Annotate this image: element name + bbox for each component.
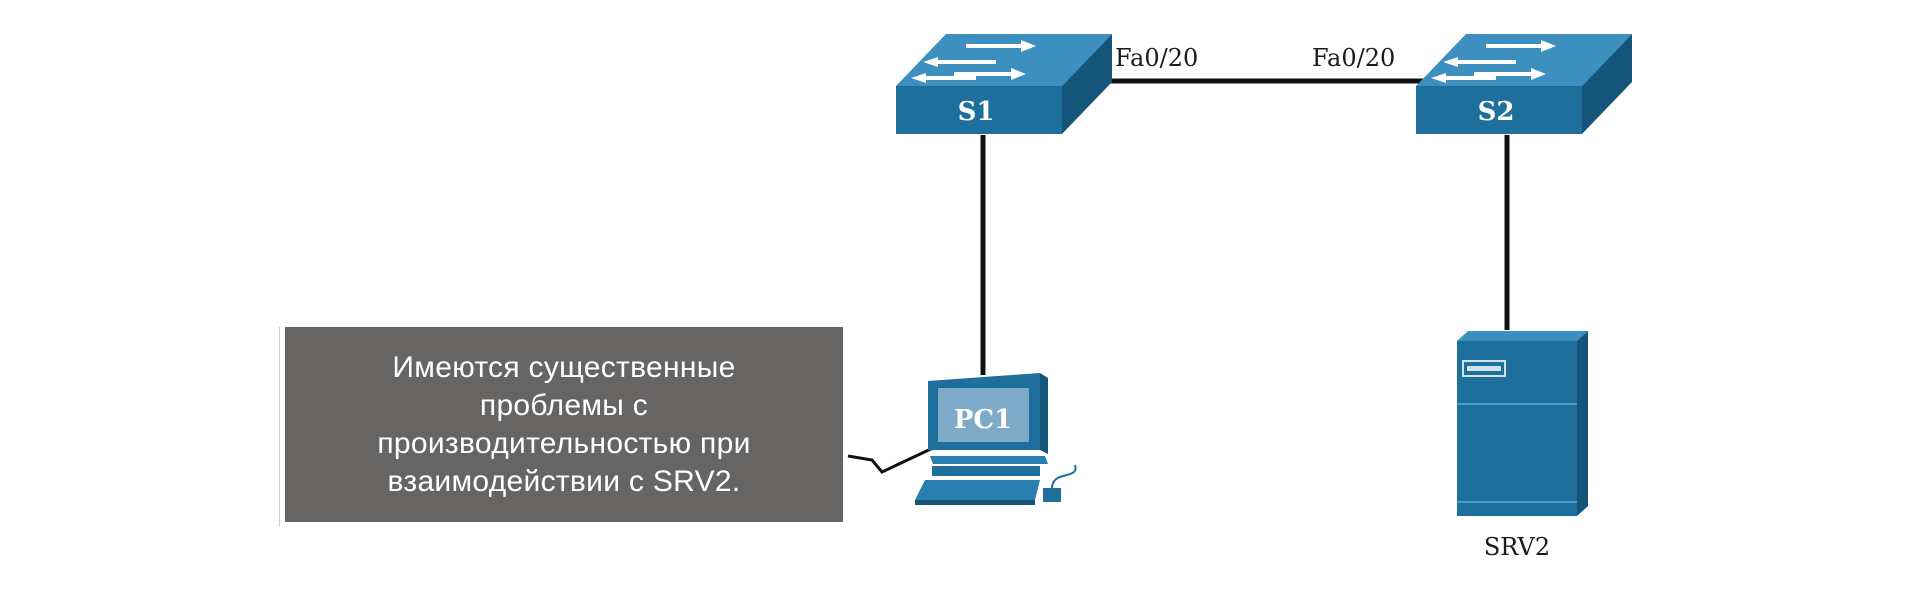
srv2-top [1457,331,1588,341]
switch-s1[interactable]: S1 [896,34,1112,134]
srv2-label: SRV2 [1484,533,1550,561]
pc1-screen [938,388,1029,442]
pc1-keyboard [915,480,1040,500]
switch-arrows-icon [1431,40,1556,83]
pc1[interactable]: PC1 [915,373,1077,505]
switch-s1-front [896,86,1062,134]
switch-s1-label: S1 [958,97,995,127]
port-label-s2: Fa0/20 [1312,44,1395,72]
switch-s2-top [1416,34,1632,86]
links [980,78,1510,375]
srv2-side [1577,331,1588,516]
srv2[interactable] [1457,331,1588,516]
port-label-s1: Fa0/20 [1115,44,1198,72]
callout-text: Имеются существенные проблемы с производ… [377,350,751,498]
switch-s1-side [1062,34,1112,134]
switch-s1-top [896,34,1112,86]
callout-pointer [847,445,936,474]
srv2-drive-bay-icon [1462,360,1506,377]
switch-s2-front [1416,86,1582,134]
switch-s2[interactable]: S2 [1416,34,1632,134]
switch-s2-side [1582,34,1632,134]
callout-box: Имеются существенные проблемы с производ… [285,327,843,522]
pc1-mouse [1043,488,1061,502]
callout-edge-line [279,327,280,527]
pc1-label: PC1 [954,405,1012,435]
pc1-base [932,466,1040,476]
switch-s2-label: S2 [1478,97,1515,127]
switch-arrows-icon [911,40,1036,83]
